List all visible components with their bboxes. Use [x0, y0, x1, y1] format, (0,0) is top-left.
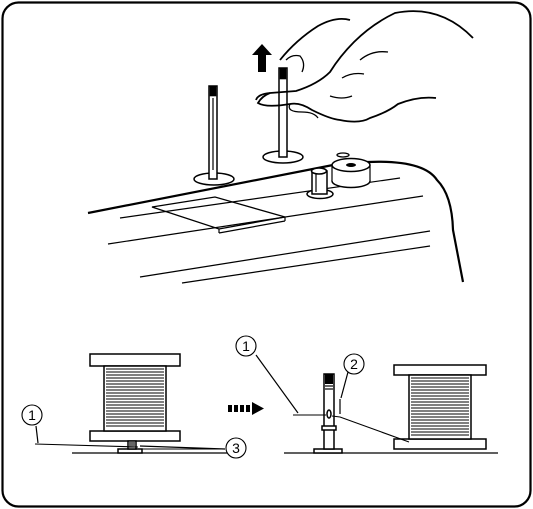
spool-right-bottom-flange: [393, 438, 487, 450]
callout-2-text: 2: [350, 356, 358, 372]
front-edge-lower: [181, 245, 431, 284]
callout-1-right: 1: [235, 335, 299, 414]
up-arrow-icon: [252, 44, 272, 72]
callout-1-right-text: 1: [242, 338, 250, 354]
callout-2: 2: [340, 353, 365, 399]
spool-right-top-flange: [393, 364, 487, 376]
spool-top-flange: [89, 353, 181, 367]
callout-1-left: 1: [21, 404, 43, 444]
callout-3: 3: [139, 437, 247, 459]
spool-bottom-flange: [89, 430, 181, 442]
spool-before-illustration: [34, 353, 238, 454]
callout-3-text: 3: [232, 440, 240, 456]
spool-right-thread-windings: [411, 377, 469, 436]
right-spool-pin: [262, 67, 304, 164]
machine-top-illustration: [87, 10, 474, 284]
spool-after-illustration: [284, 364, 498, 454]
callout-1-left-text: 1: [28, 407, 36, 423]
hand-illustration: [255, 10, 474, 123]
front-edge-mid: [139, 230, 431, 278]
bobbin-winder-spindle: [306, 167, 334, 200]
spool-thread-windings: [106, 368, 164, 427]
spool-body: [103, 365, 167, 432]
spool-right-body: [408, 374, 472, 440]
machine-top-outline: [87, 160, 465, 283]
bobbin-on-winder: [331, 152, 371, 189]
transition-arrow-icon: [228, 402, 264, 415]
thread-right-out: [331, 415, 410, 443]
left-spool-pin: [193, 85, 235, 186]
thread-left: [34, 443, 139, 448]
